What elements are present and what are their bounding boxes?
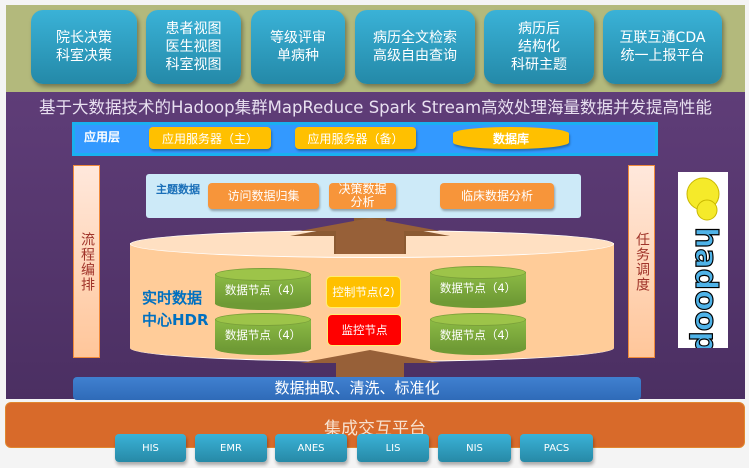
data-node[interactable]: 数据节点（4） xyxy=(215,268,311,310)
module-review[interactable]: 等级评审 单病种 xyxy=(251,10,345,84)
system-anes[interactable]: ANES xyxy=(275,434,347,462)
theme-data-label: 主题数据 xyxy=(156,183,200,196)
data-node-label: 数据节点（4） xyxy=(224,283,302,297)
module-research[interactable]: 病历后 结构化 科研主题 xyxy=(484,10,594,84)
system-pacs[interactable]: PACS xyxy=(520,434,593,462)
visit-data-collection[interactable]: 访问数据归集 xyxy=(208,183,319,209)
data-node[interactable]: 数据节点（4） xyxy=(430,313,526,355)
module-search[interactable]: 病历全文检索 高级自由查询 xyxy=(355,10,475,84)
control-node[interactable]: 控制节点(2) xyxy=(326,276,401,308)
etl-bar: 数据抽取、清洗、标准化 xyxy=(73,377,641,400)
system-his[interactable]: HIS xyxy=(115,434,186,462)
database[interactable]: 数据库 xyxy=(453,127,569,149)
data-node-label: 数据节点（4） xyxy=(439,328,517,342)
svg-text:hadoop: hadoop xyxy=(688,227,723,348)
hdr-label: 实时数据 中心HDR xyxy=(142,289,209,329)
clinical-data-analysis[interactable]: 临床数据分析 xyxy=(440,183,554,209)
system-nis[interactable]: NIS xyxy=(438,434,511,462)
app-server-primary[interactable]: 应用服务器（主） xyxy=(149,127,271,149)
data-node[interactable]: 数据节点（4） xyxy=(215,313,311,355)
module-decision[interactable]: 院长决策 科室决策 xyxy=(31,10,137,84)
cluster-title: 基于大数据技术的Hadoop集群MapReduce Spark Stream高效… xyxy=(38,98,713,117)
data-node-label: 数据节点（4） xyxy=(224,328,302,342)
up-arrow-top xyxy=(290,218,450,254)
module-views[interactable]: 患者视图 医生视图 科室视图 xyxy=(146,10,241,84)
app-layer-label: 应用层 xyxy=(84,130,121,144)
monitor-node[interactable]: 监控节点 xyxy=(327,314,402,346)
app-server-backup[interactable]: 应用服务器（备） xyxy=(295,127,416,149)
data-node-label: 数据节点（4） xyxy=(439,281,517,295)
hadoop-logo: hadoop xyxy=(678,172,728,353)
task-scheduling: 任务调度 xyxy=(628,165,655,358)
data-node[interactable]: 数据节点（4） xyxy=(430,266,526,308)
system-emr[interactable]: EMR xyxy=(195,434,267,462)
up-arrow-bottom xyxy=(300,350,440,380)
decision-data-analysis[interactable]: 决策数据分析 xyxy=(329,183,396,209)
process-orchestration: 流程编排 xyxy=(73,165,100,358)
module-cda[interactable]: 互联互通CDA 统一上报平台 xyxy=(603,10,722,84)
system-lis[interactable]: LIS xyxy=(357,434,429,462)
